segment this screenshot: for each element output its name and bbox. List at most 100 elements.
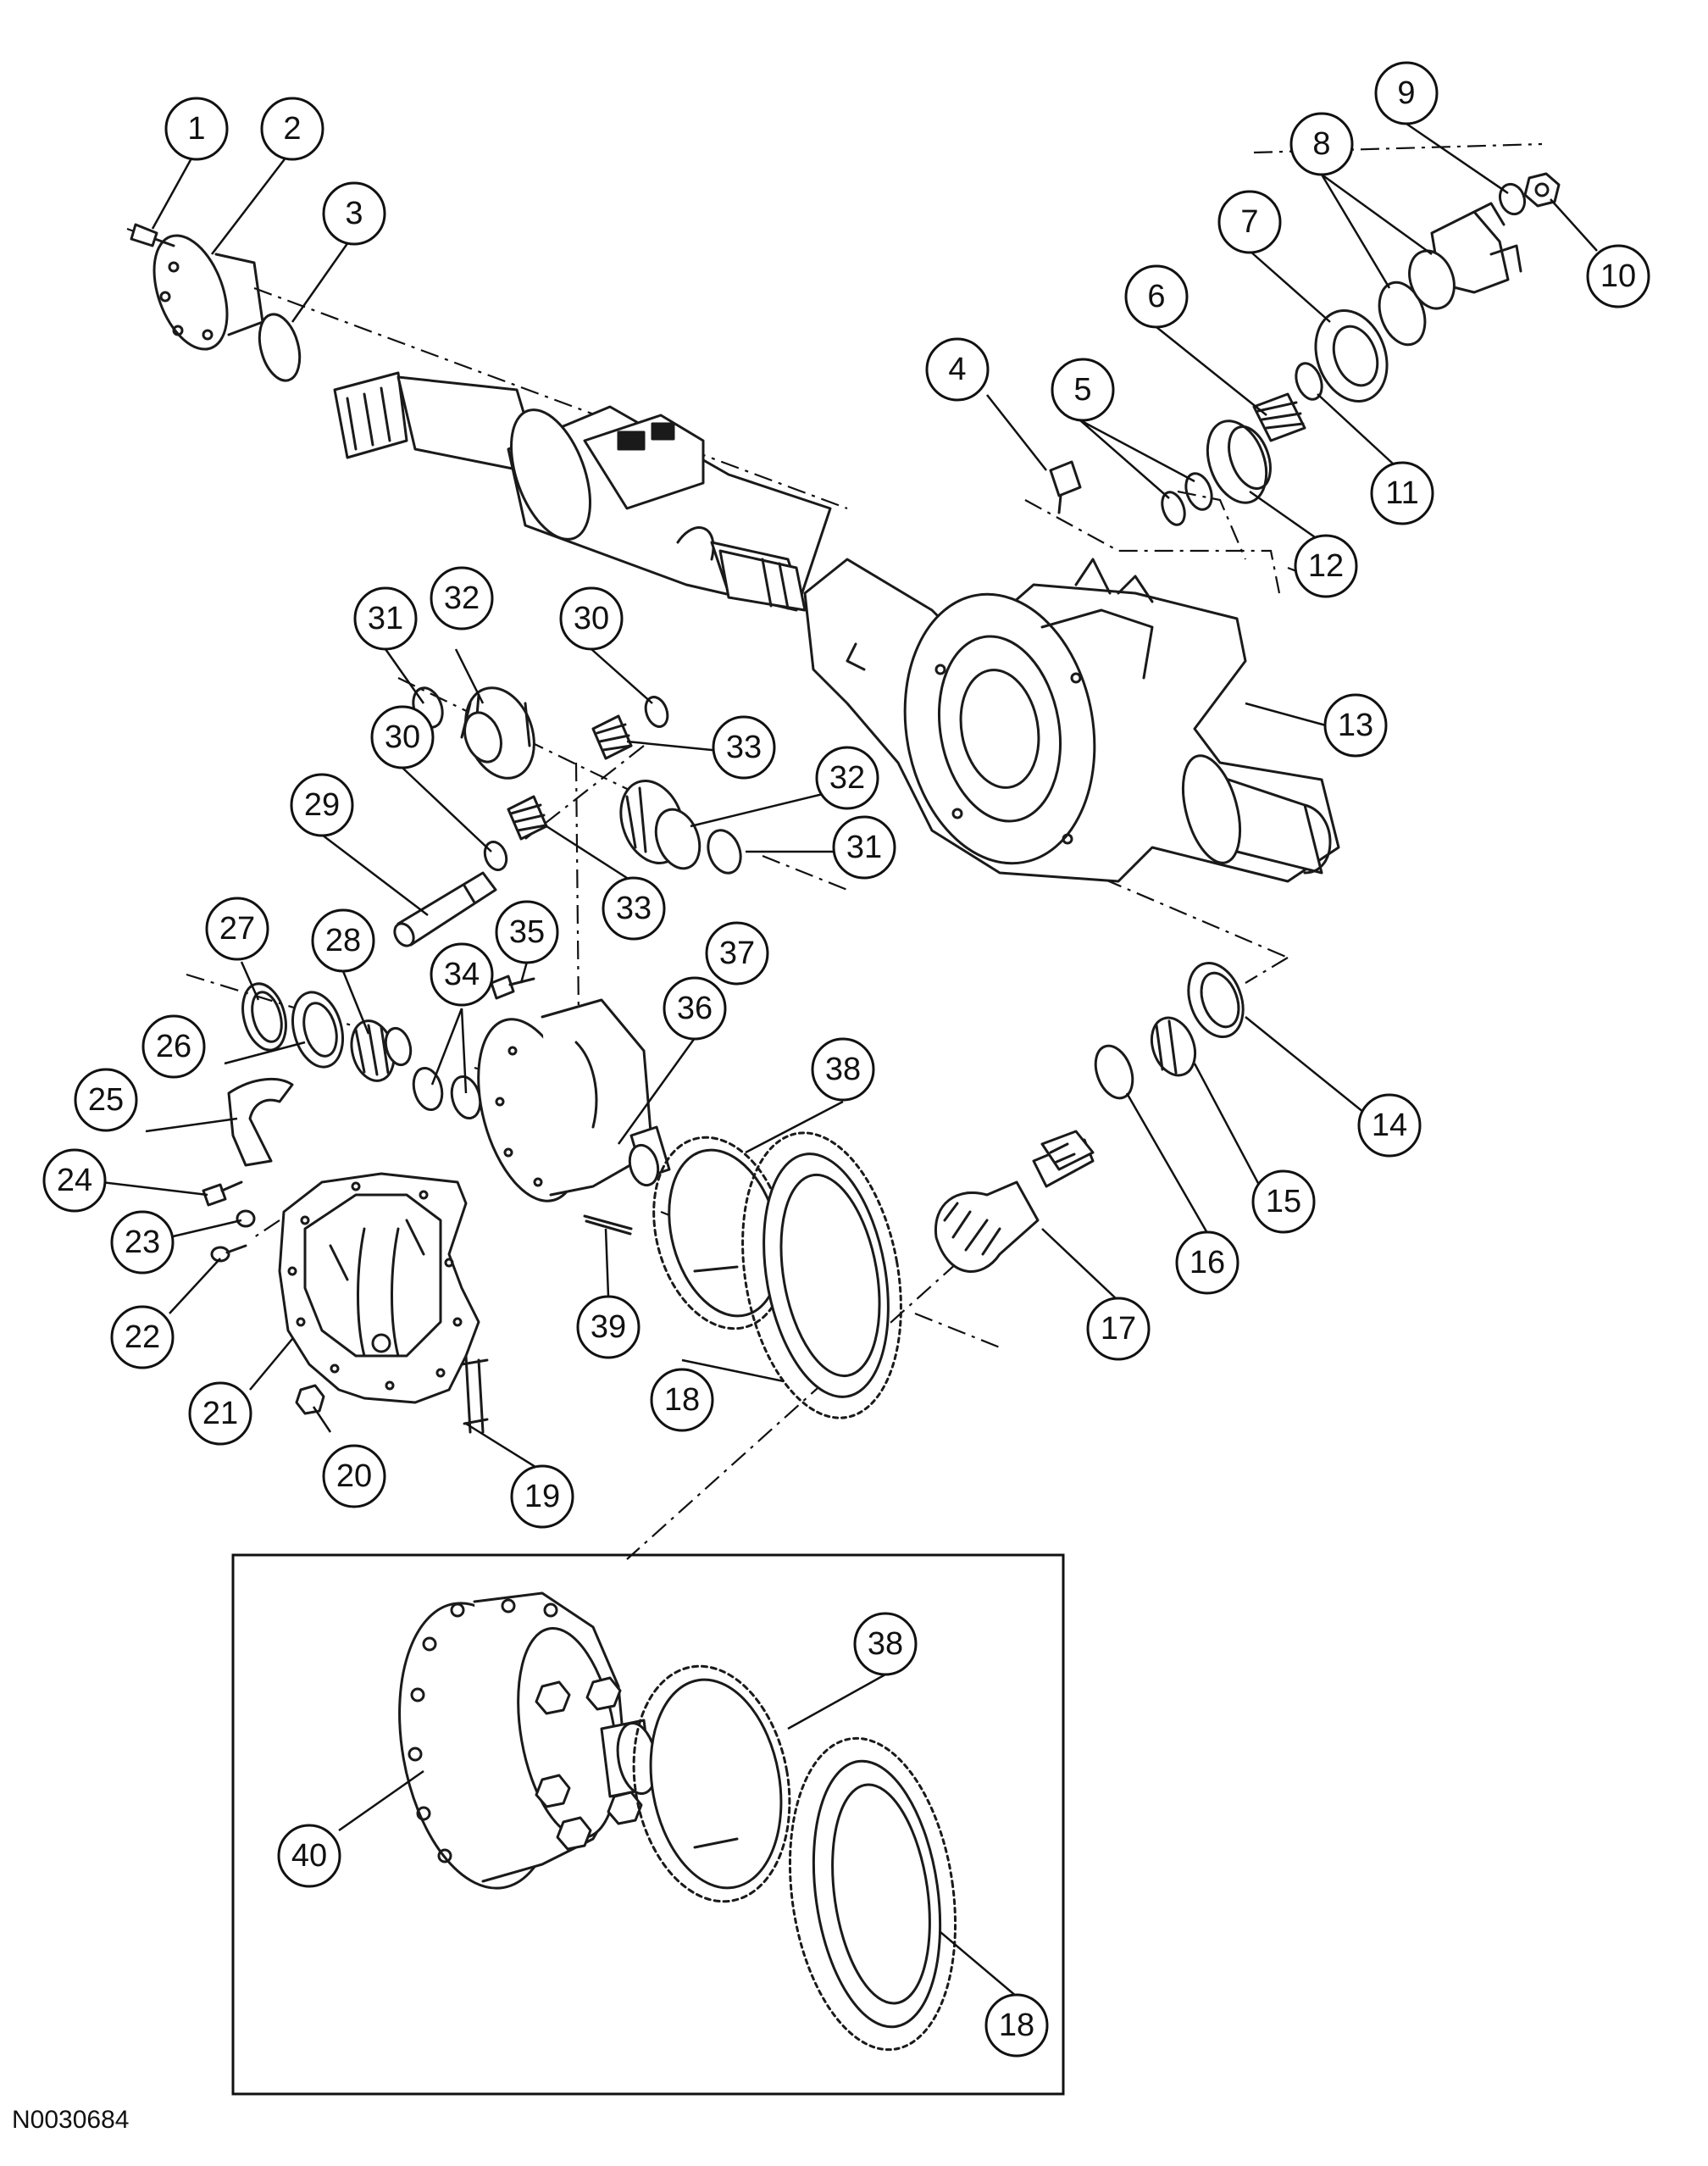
pinion-nut-10 <box>1523 172 1561 208</box>
svg-text:17: 17 <box>1101 1311 1136 1347</box>
callout-11: 11 <box>1370 461 1434 525</box>
svg-text:32: 32 <box>444 580 480 616</box>
bearing-cup-12 <box>1206 419 1272 504</box>
bolt-22 <box>210 1244 247 1263</box>
callout-21: 21 <box>188 1381 252 1446</box>
ring-gear-18b <box>788 1736 957 2052</box>
pinion-seal-7 <box>1314 309 1389 403</box>
callout-36: 36 <box>663 976 727 1041</box>
bearing-cap-25 <box>227 1077 294 1167</box>
deflector-8 <box>1378 280 1427 347</box>
callout-3: 3 <box>322 181 386 246</box>
diff-cover-21 <box>278 1172 480 1404</box>
callout-32a: 32 <box>430 566 494 630</box>
callout-23: 23 <box>110 1210 175 1275</box>
shim-16 <box>1094 1044 1134 1100</box>
vent-4 <box>1049 460 1082 514</box>
svg-text:8: 8 <box>1312 126 1330 162</box>
callout-31a: 31 <box>353 586 418 651</box>
side-gear-32a <box>460 686 535 780</box>
callout-5: 5 <box>1051 358 1115 422</box>
svg-text:28: 28 <box>325 923 361 958</box>
callout-38b: 38 <box>853 1612 918 1676</box>
callout-26: 26 <box>141 1014 206 1079</box>
figure-id: N0030684 <box>12 2106 130 2134</box>
thrust-washer-30a <box>644 696 669 728</box>
svg-text:7: 7 <box>1240 204 1258 240</box>
exciter-ring-38b <box>632 1664 791 1903</box>
svg-text:5: 5 <box>1073 372 1091 408</box>
callout-14: 14 <box>1357 1093 1422 1158</box>
svg-text:16: 16 <box>1190 1245 1225 1280</box>
callout-28: 28 <box>311 908 375 973</box>
callout-38a: 38 <box>811 1037 875 1102</box>
callout-25: 25 <box>74 1068 138 1132</box>
svg-text:31: 31 <box>368 601 403 636</box>
pinion-bearing-6 <box>1252 392 1306 442</box>
callout-17: 17 <box>1086 1297 1151 1361</box>
svg-text:29: 29 <box>304 787 340 823</box>
callout-40: 40 <box>277 1824 341 1888</box>
callout-20: 20 <box>322 1444 386 1508</box>
svg-text:30: 30 <box>574 601 609 636</box>
callout-18b: 18 <box>984 1993 1049 2058</box>
side-gear-32b <box>619 780 702 870</box>
callout-37: 37 <box>705 921 769 986</box>
bearing-cup-26 <box>291 991 344 1069</box>
callout-16: 16 <box>1175 1230 1239 1295</box>
cap-bolt-24 <box>202 1180 243 1207</box>
svg-text:33: 33 <box>616 891 652 926</box>
axle-inner-spline <box>718 549 807 612</box>
callout-29: 29 <box>290 773 354 837</box>
washer-9 <box>1498 182 1527 216</box>
drive-pinion-17 <box>934 1130 1095 1273</box>
callout-31b: 31 <box>832 815 896 880</box>
svg-text:12: 12 <box>1308 548 1344 584</box>
svg-text:26: 26 <box>156 1029 191 1064</box>
o-ring-3 <box>258 313 302 382</box>
svg-text:36: 36 <box>677 991 713 1026</box>
svg-text:34: 34 <box>444 957 480 992</box>
callout-12: 12 <box>1294 534 1358 598</box>
callouts: 1 2 3 4 5 6 7 8 9 10 11 12 13 14 15 16 1… <box>42 61 1650 2058</box>
svg-text:32: 32 <box>829 760 865 796</box>
callout-24: 24 <box>42 1148 107 1213</box>
callout-4: 4 <box>925 337 990 402</box>
pinion-gear-33a <box>591 714 633 760</box>
svg-text:38: 38 <box>825 1052 861 1087</box>
svg-text:3: 3 <box>345 196 363 231</box>
callout-30a: 30 <box>370 705 435 769</box>
carrier-bearing-28 <box>350 1019 413 1082</box>
callout-9: 9 <box>1374 61 1439 125</box>
svg-text:31: 31 <box>846 830 882 865</box>
callout-33a: 33 <box>712 715 776 780</box>
callout-8: 8 <box>1289 112 1354 176</box>
spacer-11 <box>1295 362 1323 401</box>
axle-housing <box>803 558 1340 883</box>
svg-text:27: 27 <box>219 911 255 947</box>
ring-gear-bolt-35 <box>490 975 535 1000</box>
callout-13: 13 <box>1323 693 1388 758</box>
callout-39: 39 <box>576 1295 640 1359</box>
fill-plug-20 <box>295 1384 325 1415</box>
svg-text:13: 13 <box>1338 708 1373 743</box>
inset-box <box>231 1553 1065 2096</box>
pin-39 <box>583 1214 633 1236</box>
callout-10: 10 <box>1586 244 1650 308</box>
callout-18: 18 <box>650 1368 714 1432</box>
svg-text:33: 33 <box>726 730 762 765</box>
callout-32b: 32 <box>815 746 879 810</box>
callout-35: 35 <box>495 900 559 964</box>
svg-text:9: 9 <box>1397 75 1415 111</box>
svg-text:30: 30 <box>385 719 420 755</box>
axle-shaft-flange <box>152 234 264 351</box>
callout-22: 22 <box>110 1305 175 1369</box>
shims-34 <box>412 1066 482 1120</box>
bearing-cup-14 <box>1187 961 1245 1039</box>
svg-text:15: 15 <box>1266 1184 1301 1219</box>
thrust-washer-31b <box>707 829 742 875</box>
limited-slip-carrier-40 <box>398 1591 658 1890</box>
svg-text:10: 10 <box>1600 258 1636 294</box>
svg-text:1: 1 <box>187 111 205 147</box>
